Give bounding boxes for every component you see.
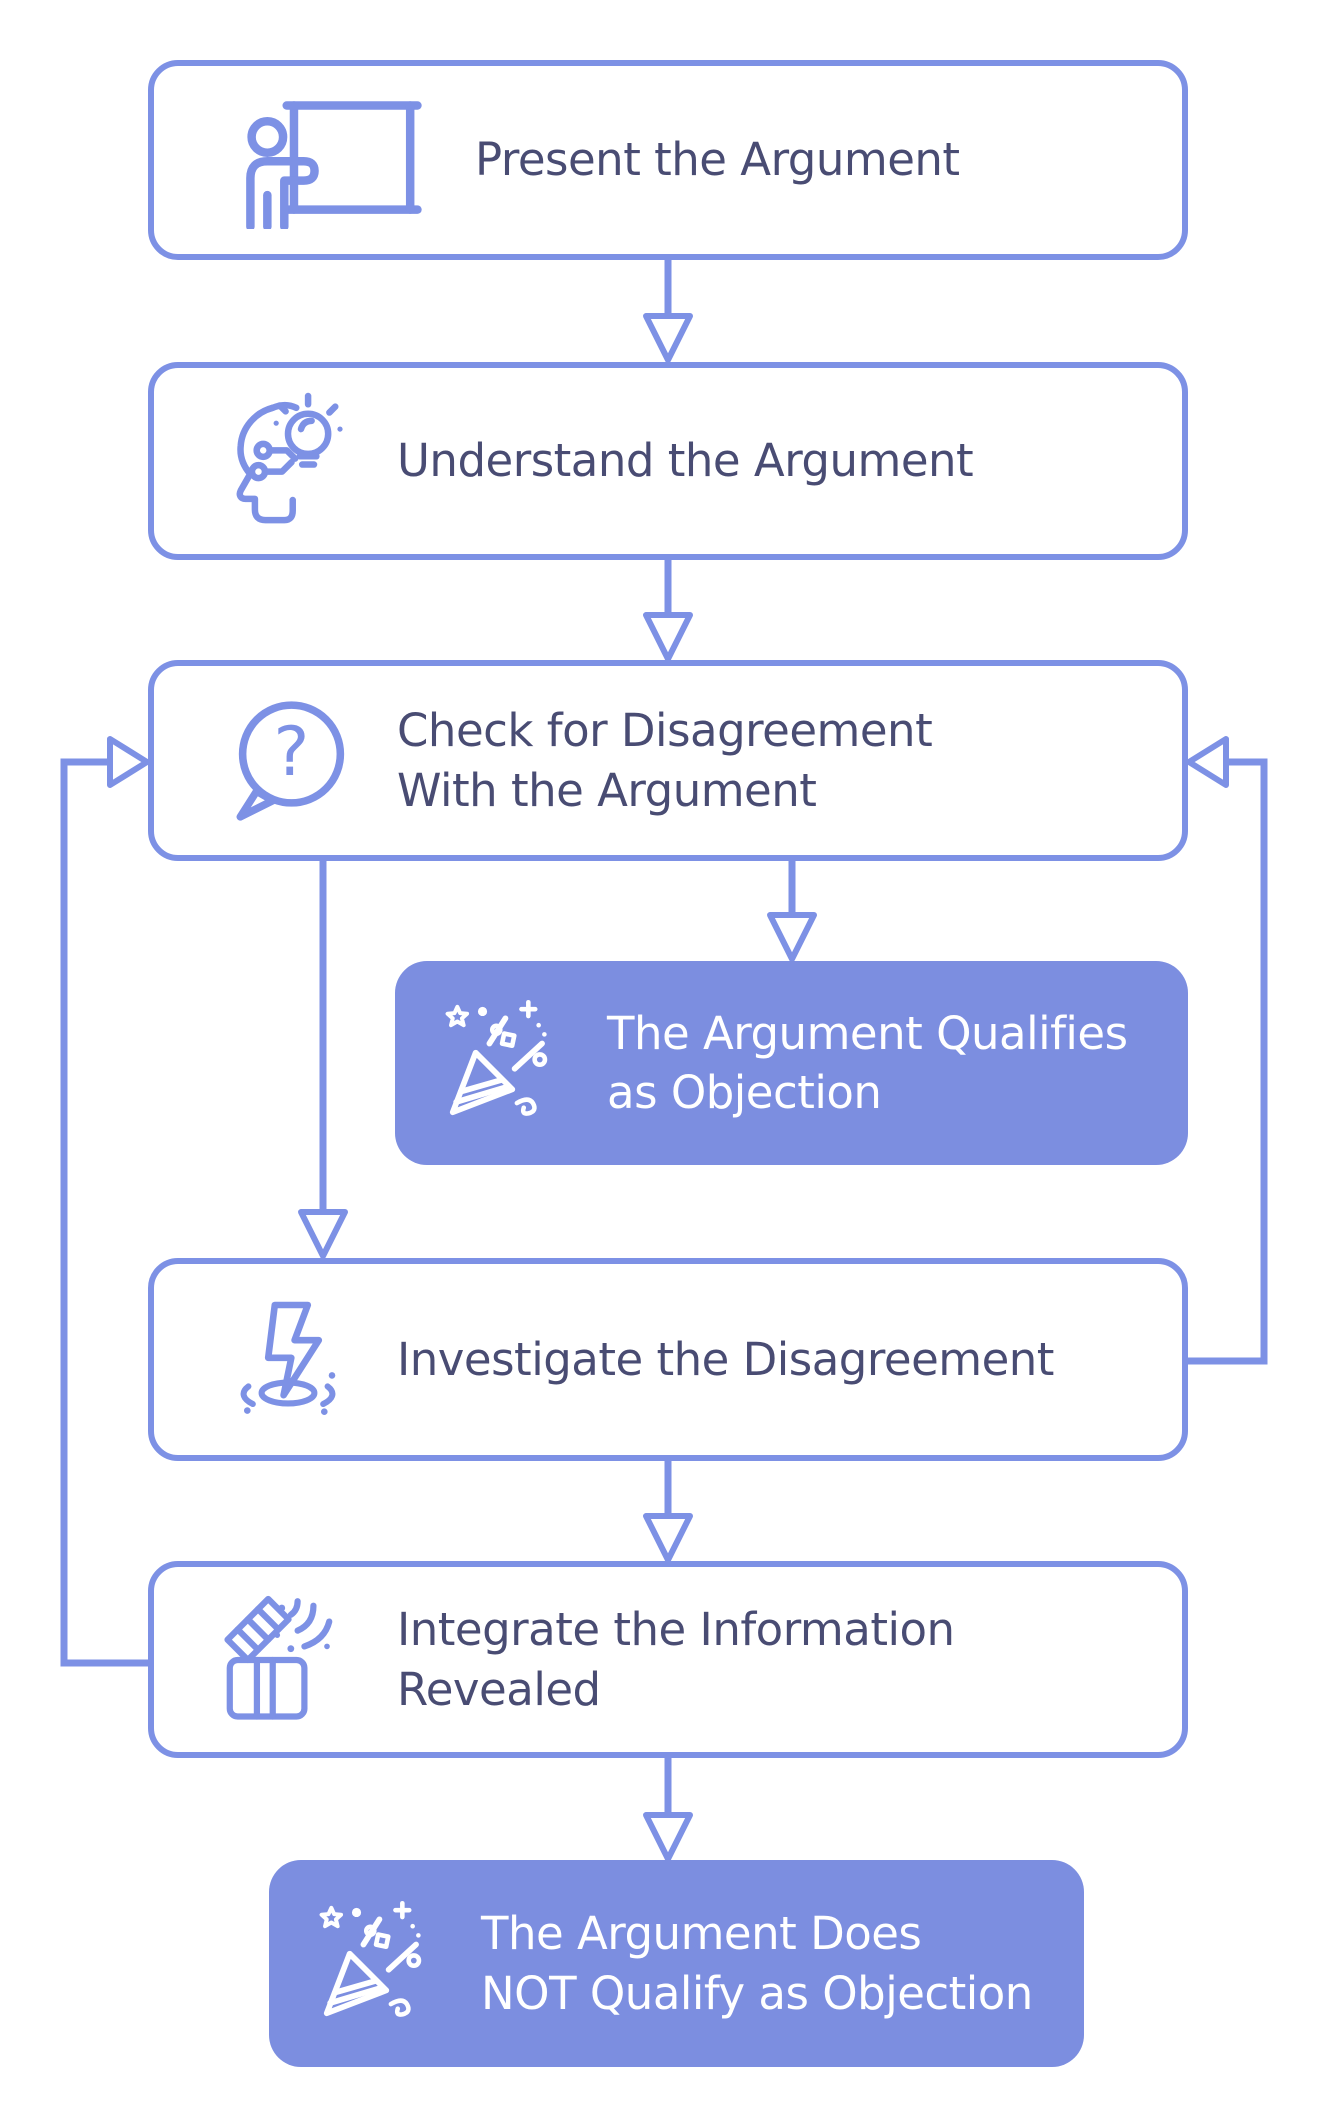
arrow-investigate-to-integrate (643, 1461, 693, 1563)
node-label: Present the Argument (475, 130, 960, 189)
node-argument-does-not-qualify: The Argument Does NOT Qualify as Objecti… (269, 1860, 1084, 2067)
node-understand-the-argument: Understand the Argument (148, 362, 1188, 560)
arrow-check-to-qualifies (767, 861, 817, 962)
node-label: The Argument Qualifies as Objection (607, 1004, 1128, 1123)
gift-surprise-icon (220, 1585, 355, 1735)
node-label-line: Understand the Argument (397, 434, 974, 488)
node-label-line: Check for Disagreement (397, 704, 933, 758)
node-label: Understand the Argument (397, 431, 974, 490)
node-label-line: With the Argument (397, 763, 817, 817)
node-present-the-argument: Present the Argument (148, 60, 1188, 260)
node-label-line: NOT Qualify as Objection (481, 1966, 1033, 2020)
arrow-present-to-understand (643, 260, 693, 363)
loop-investigate-to-check (1186, 736, 1268, 1365)
loop-integrate-to-check (60, 736, 150, 1667)
node-label-line: as Objection (607, 1066, 882, 1119)
lightning-impact-icon (220, 1285, 355, 1435)
node-check-for-disagreement: ? Check for Disagreement With the Argume… (148, 660, 1188, 861)
node-label: Check for Disagreement With the Argument (397, 701, 933, 820)
party-popper-icon (437, 988, 567, 1138)
arrow-check-to-investigate (298, 861, 348, 1259)
presentation-icon (232, 85, 430, 235)
arrow-understand-to-check (643, 560, 693, 662)
node-investigate-the-disagreement: Investigate the Disagreement (148, 1258, 1188, 1461)
node-label: Investigate the Disagreement (397, 1330, 1054, 1389)
party-popper-icon (311, 1889, 441, 2039)
idea-head-icon (220, 386, 355, 536)
node-label-line: Revealed (397, 1662, 601, 1716)
node-integrate-the-information: Integrate the Information Revealed (148, 1561, 1188, 1758)
arrow-integrate-to-notqualify (643, 1758, 693, 1862)
node-label-line: Investigate the Disagreement (397, 1332, 1054, 1386)
svg-text:?: ? (273, 711, 309, 790)
node-label-line: The Argument Qualifies (607, 1006, 1128, 1060)
node-argument-qualifies-as-objection: The Argument Qualifies as Objection (395, 961, 1188, 1165)
node-label-line: Integrate the Information (397, 1603, 955, 1657)
node-label-line: The Argument Does (481, 1907, 922, 1961)
node-label-line: Present the Argument (475, 133, 960, 187)
node-label: Integrate the Information Revealed (397, 1600, 955, 1719)
question-bubble-icon: ? (220, 686, 355, 836)
node-label: The Argument Does NOT Qualify as Objecti… (481, 1904, 1033, 2023)
